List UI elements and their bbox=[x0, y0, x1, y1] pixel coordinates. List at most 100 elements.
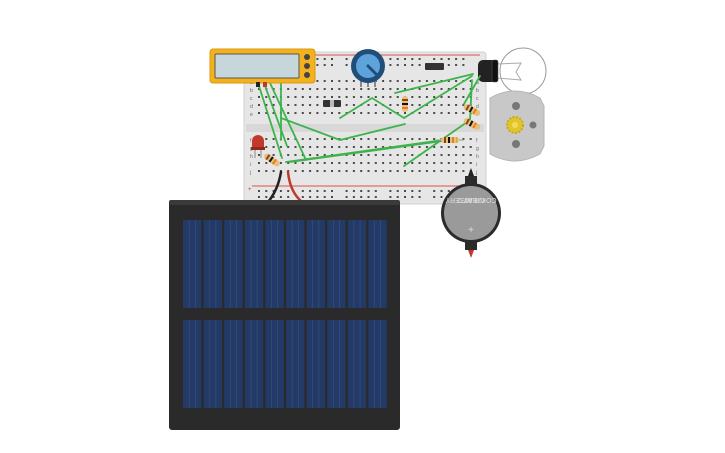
breadboard-hole[interactable] bbox=[440, 170, 443, 172]
multimeter-probe-black[interactable] bbox=[256, 82, 260, 87]
rail-hole[interactable] bbox=[411, 58, 414, 60]
breadboard-hole[interactable] bbox=[382, 162, 385, 164]
breadboard-hole[interactable] bbox=[287, 162, 290, 164]
breadboard-hole[interactable] bbox=[455, 146, 458, 148]
breadboard-hole[interactable] bbox=[411, 154, 414, 156]
breadboard-hole[interactable] bbox=[309, 88, 312, 90]
breadboard-hole[interactable] bbox=[352, 138, 355, 140]
breadboard-hole[interactable] bbox=[265, 170, 268, 172]
rail-hole[interactable] bbox=[447, 58, 450, 60]
breadboard-hole[interactable] bbox=[265, 112, 268, 114]
breadboard-hole[interactable] bbox=[352, 96, 355, 98]
breadboard-hole[interactable] bbox=[287, 112, 290, 114]
breadboard-hole[interactable] bbox=[425, 154, 428, 156]
breadboard-hole[interactable] bbox=[360, 88, 363, 90]
breadboard-hole[interactable] bbox=[396, 154, 399, 156]
rail-hole[interactable] bbox=[345, 196, 348, 198]
breadboard-hole[interactable] bbox=[309, 170, 312, 172]
rail-hole[interactable] bbox=[265, 190, 268, 192]
rail-hole[interactable] bbox=[389, 64, 392, 66]
breadboard-hole[interactable] bbox=[323, 112, 326, 114]
breadboard-hole[interactable] bbox=[389, 96, 392, 98]
breadboard-hole[interactable] bbox=[272, 104, 275, 106]
breadboard-hole[interactable] bbox=[455, 80, 458, 82]
breadboard-hole[interactable] bbox=[389, 170, 392, 172]
rail-hole[interactable] bbox=[440, 196, 443, 198]
breadboard-hole[interactable] bbox=[418, 80, 421, 82]
breadboard-hole[interactable] bbox=[396, 162, 399, 164]
breadboard-hole[interactable] bbox=[462, 146, 465, 148]
rail-hole[interactable] bbox=[389, 190, 392, 192]
breadboard-hole[interactable] bbox=[440, 104, 443, 106]
breadboard-hole[interactable] bbox=[433, 112, 436, 114]
breadboard-hole[interactable] bbox=[316, 154, 319, 156]
breadboard-hole[interactable] bbox=[323, 170, 326, 172]
breadboard-hole[interactable] bbox=[294, 104, 297, 106]
breadboard-hole[interactable] bbox=[331, 170, 333, 172]
rail-hole[interactable] bbox=[279, 190, 282, 192]
breadboard-hole[interactable] bbox=[425, 112, 428, 114]
coin-battery[interactable]: COIN BATTERY CR 2032 3.0V + bbox=[441, 168, 501, 258]
rail-hole[interactable] bbox=[396, 58, 399, 60]
breadboard-hole[interactable] bbox=[462, 88, 465, 90]
multimeter-port-2[interactable] bbox=[304, 63, 310, 69]
breadboard-hole[interactable] bbox=[396, 104, 399, 106]
rail-hole[interactable] bbox=[411, 64, 414, 66]
rail-hole[interactable] bbox=[433, 196, 436, 198]
breadboard-hole[interactable] bbox=[382, 96, 385, 98]
breadboard-hole[interactable] bbox=[455, 88, 458, 90]
breadboard-hole[interactable] bbox=[404, 112, 406, 114]
breadboard-hole[interactable] bbox=[374, 146, 377, 148]
breadboard-hole[interactable] bbox=[404, 162, 406, 164]
breadboard-hole[interactable] bbox=[374, 162, 377, 164]
rail-hole[interactable] bbox=[367, 190, 370, 192]
multimeter[interactable] bbox=[209, 48, 316, 87]
breadboard-hole[interactable] bbox=[287, 96, 290, 98]
breadboard-hole[interactable] bbox=[316, 88, 319, 90]
breadboard-hole[interactable] bbox=[258, 170, 260, 172]
led[interactable] bbox=[251, 135, 265, 158]
breadboard-hole[interactable] bbox=[352, 88, 355, 90]
breadboard-hole[interactable] bbox=[447, 96, 450, 98]
breadboard-hole[interactable] bbox=[440, 146, 443, 148]
breadboard-hole[interactable] bbox=[301, 112, 304, 114]
breadboard-hole[interactable] bbox=[447, 104, 450, 106]
breadboard-hole[interactable] bbox=[411, 146, 414, 148]
breadboard-hole[interactable] bbox=[433, 162, 436, 164]
rail-hole[interactable] bbox=[396, 196, 399, 198]
rail-hole[interactable] bbox=[396, 64, 399, 66]
rail-hole[interactable] bbox=[404, 58, 406, 60]
breadboard-hole[interactable] bbox=[396, 112, 399, 114]
breadboard-hole[interactable] bbox=[433, 88, 436, 90]
rail-hole[interactable] bbox=[433, 58, 436, 60]
breadboard-hole[interactable] bbox=[352, 104, 355, 106]
breadboard-hole[interactable] bbox=[440, 96, 443, 98]
breadboard-hole[interactable] bbox=[265, 96, 268, 98]
rail-hole[interactable] bbox=[258, 190, 260, 192]
breadboard-hole[interactable] bbox=[265, 138, 268, 140]
breadboard-hole[interactable] bbox=[331, 88, 333, 90]
breadboard-hole[interactable] bbox=[462, 112, 465, 114]
breadboard-hole[interactable] bbox=[425, 80, 428, 82]
breadboard-hole[interactable] bbox=[367, 96, 370, 98]
breadboard-hole[interactable] bbox=[258, 162, 260, 164]
breadboard-hole[interactable] bbox=[418, 112, 421, 114]
rail-hole[interactable] bbox=[323, 190, 326, 192]
rail-hole[interactable] bbox=[301, 190, 304, 192]
breadboard-hole[interactable] bbox=[352, 80, 355, 82]
breadboard-hole[interactable] bbox=[418, 146, 421, 148]
breadboard-hole[interactable] bbox=[316, 96, 319, 98]
breadboard-hole[interactable] bbox=[462, 96, 465, 98]
breadboard-hole[interactable] bbox=[389, 88, 392, 90]
resistor-vertical[interactable] bbox=[402, 96, 408, 112]
breadboard-hole[interactable] bbox=[287, 88, 290, 90]
breadboard-hole[interactable] bbox=[404, 138, 406, 140]
breadboard-hole[interactable] bbox=[425, 96, 428, 98]
breadboard-hole[interactable] bbox=[433, 154, 436, 156]
breadboard-hole[interactable] bbox=[462, 154, 465, 156]
rail-hole[interactable] bbox=[279, 196, 282, 198]
breadboard-hole[interactable] bbox=[404, 88, 406, 90]
breadboard-hole[interactable] bbox=[433, 80, 436, 82]
breadboard-hole[interactable] bbox=[338, 80, 341, 82]
breadboard-hole[interactable] bbox=[396, 96, 399, 98]
